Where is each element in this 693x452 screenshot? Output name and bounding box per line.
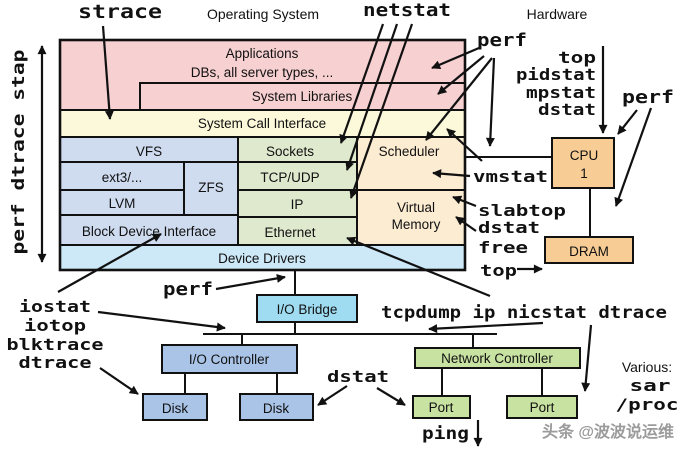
cpu-box [551, 137, 615, 189]
blktrace-label: blktrace [7, 335, 104, 354]
arrow-perf-down [485, 57, 496, 147]
system-libraries-label: System Libraries [252, 89, 353, 104]
strace-label: strace [78, 1, 162, 23]
vmstat-label: vmstat [473, 167, 548, 186]
ping-label: ping [422, 424, 469, 444]
io-bridge-box [256, 294, 358, 323]
cpu-label-line1: CPU [570, 148, 599, 163]
pidstat-label: pidstat [516, 65, 596, 84]
arrow-perf-to-scheduler [425, 57, 493, 141]
arrow-netstat-to-ip [349, 23, 414, 199]
disk1-box [142, 393, 208, 421]
lvm-label: LVM [109, 196, 136, 211]
arrow-perf-to-syslibraries [437, 55, 485, 95]
mpstat-label: mpstat [526, 83, 596, 102]
perf-cpu-label: perf [622, 87, 674, 108]
tcp-udp-box [237, 161, 358, 191]
arrow-to-syscall-interface [446, 128, 483, 162]
virtual-memory-box [356, 189, 466, 246]
network-controller-label: Network Controller [441, 351, 553, 366]
dtrace-disk-label: dtrace [19, 353, 92, 372]
arrow-netstat-to-tcpudp [345, 23, 399, 171]
ext3-label: ext3/... [102, 170, 143, 185]
port2-label: Port [530, 400, 555, 415]
arrow-netstat-to-sockets [339, 23, 385, 144]
slabtop-label: slabtop [478, 201, 566, 220]
sockets-label: Sockets [266, 144, 314, 159]
ethernet-box [237, 216, 358, 246]
applications-label: Applications [226, 46, 299, 61]
perf-device-label: perf [163, 279, 213, 300]
arrow-iostat-to-blockdevice [57, 233, 162, 293]
arrow-nettools-to-bus [428, 321, 544, 334]
scheduler-label: Scheduler [379, 144, 440, 159]
arrow-perfright-to-dram [614, 107, 653, 207]
perf-dtrace-stap-label: perf dtrace stap [9, 50, 29, 255]
arrow-dtrace-to-port2 [581, 324, 593, 392]
top-label: top [558, 48, 596, 67]
disk2-label: Disk [263, 401, 289, 416]
free-label: free [478, 238, 528, 257]
various-title: Various: [622, 359, 672, 375]
iostat-label: iostat [19, 297, 91, 316]
virtual-memory-label-line2: Memory [392, 217, 441, 232]
vfs-label: VFS [136, 144, 162, 159]
arrow-perf-to-applications [431, 46, 480, 70]
io-controller-box [161, 344, 298, 374]
arrow-dstat-to-port1 [376, 387, 406, 406]
arrow-dstat-to-disk2 [317, 385, 348, 406]
dstat-mem-label: dstat [478, 218, 540, 237]
ethernet-label: Ethernet [264, 225, 315, 240]
disk1-label: Disk [162, 401, 188, 416]
zfs-box [183, 161, 239, 216]
arrow-slabtop-to-vm [452, 195, 477, 208]
proc-label: /proc [616, 395, 679, 414]
arrow-strace-to-syscall [101, 25, 114, 120]
arrow-perf-to-iobridge-wire [215, 273, 286, 291]
arrow-perfright-to-cpu [617, 109, 638, 135]
arrow-memtools-to-vm [455, 216, 477, 232]
arrow-vmstat-to-scheduler [432, 169, 471, 179]
cpu-label-line2: 1 [580, 166, 588, 181]
io-controller-label: I/O Controller [189, 352, 270, 367]
network-controller-box [414, 347, 581, 369]
tcp-udp-label: TCP/UDP [260, 170, 319, 185]
system-call-interface-label: System Call Interface [198, 116, 326, 131]
ip-label: IP [291, 197, 304, 212]
perf-os-label: perf [477, 30, 527, 51]
block-device-interface-label: Block Device Interface [82, 224, 216, 239]
virtual-memory-label-line1: Virtual [397, 200, 435, 215]
device-drivers-label: Device Drivers [218, 251, 306, 266]
sar-label: sar [630, 376, 671, 395]
watermark-text: 头条 @波波说运维 [542, 422, 674, 441]
os-outer-border [58, 38, 467, 272]
iotop-label: iotop [24, 316, 86, 335]
arrow-tcpdump-to-ethernet [346, 236, 491, 298]
hardware-title: Hardware [527, 6, 588, 22]
applications-sub-label: DBs, all server types, ... [191, 65, 334, 80]
netstat-label: netstat [363, 0, 451, 21]
top-mem-label: top [480, 261, 517, 280]
port1-label: Port [429, 400, 454, 415]
arrow-iostat-to-bus [97, 310, 226, 332]
operating-system-title: Operating System [207, 6, 319, 22]
tcpdump-ip-nicstat-dtrace-label: tcpdump ip nicstat dtrace [381, 303, 667, 323]
dstat-cpu-label: dstat [538, 100, 596, 119]
arrow-dtrace-to-disk1 [99, 367, 139, 395]
dstat-bottom-label: dstat [327, 367, 389, 386]
dram-label: DRAM [569, 244, 609, 259]
io-bridge-label: I/O Bridge [277, 302, 338, 317]
zfs-label: ZFS [198, 180, 224, 195]
